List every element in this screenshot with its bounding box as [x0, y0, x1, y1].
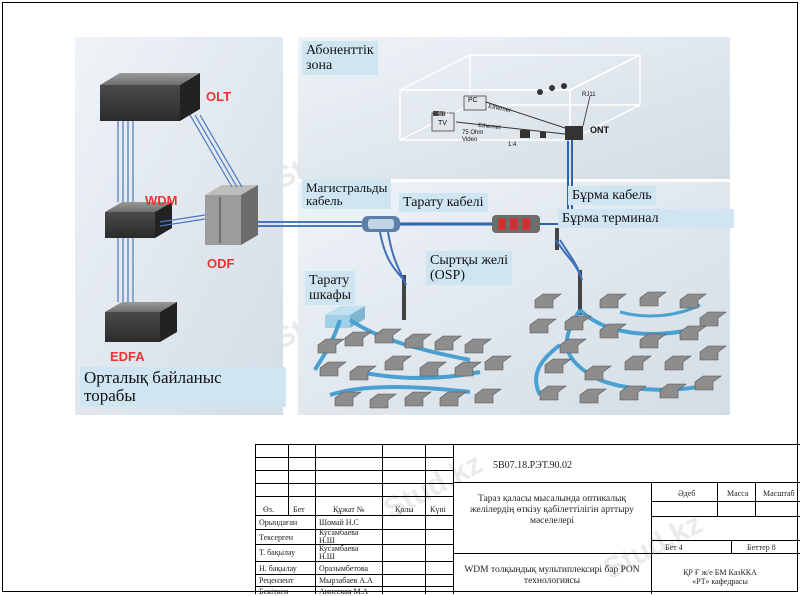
row-role: Рецензент	[259, 576, 294, 585]
row-role: Тексерген	[259, 533, 294, 542]
house	[344, 331, 372, 347]
odf-box	[205, 185, 258, 245]
sheets-total: Беттер 8	[747, 543, 776, 552]
house	[434, 335, 462, 351]
distribution-cable-label: Тарату кабелі	[399, 193, 488, 212]
row-name: Кусамбаева Н.Ш	[319, 528, 359, 545]
house	[474, 388, 502, 404]
house	[624, 355, 652, 371]
row-role: Т. бақылау	[259, 548, 296, 557]
wdm-box	[105, 202, 172, 238]
central-fibers	[117, 114, 243, 302]
olt-label: OLT	[206, 89, 232, 104]
house	[559, 338, 587, 354]
house	[584, 365, 612, 381]
ratio-label: 1:4	[508, 142, 517, 148]
poles	[402, 228, 582, 320]
house	[599, 323, 627, 339]
pc-label: PC	[468, 97, 478, 104]
organization: ҚР Ғ ж/е БМ КазККА «РТ» кафедрасы	[683, 568, 757, 586]
ohm-label: 75 Ohm	[462, 130, 484, 136]
house	[564, 315, 592, 331]
subscriber-zone-label: Абоненттік зона	[302, 41, 378, 75]
osp-label: Сыртқы желі (OSP)	[426, 251, 512, 285]
house	[659, 383, 687, 399]
video-label: Video	[462, 137, 478, 143]
house	[534, 293, 562, 309]
house	[664, 355, 692, 371]
house	[639, 291, 667, 307]
col-letter: Әдеб	[678, 489, 696, 498]
house	[694, 375, 722, 391]
house	[464, 338, 492, 354]
house	[384, 355, 412, 371]
col-scale: Масштаб	[763, 489, 795, 498]
house	[454, 361, 482, 377]
house	[349, 365, 377, 381]
house	[639, 333, 667, 349]
row-name: Анисская М.А	[319, 587, 369, 596]
ont-label: ONT	[590, 125, 609, 135]
col-list: Бет	[293, 505, 305, 514]
home-devices	[431, 83, 591, 140]
rj11-label: RJ11	[582, 92, 596, 98]
trunk-cable	[258, 216, 492, 232]
odf-label: ODF	[207, 256, 235, 271]
title-block	[255, 444, 800, 594]
house	[317, 338, 345, 354]
olt-box	[100, 73, 200, 121]
col-date: Күні	[430, 505, 446, 514]
house	[539, 385, 567, 401]
row-name: Оразымбетова	[319, 564, 369, 573]
row-role: Орындаған	[259, 518, 298, 527]
row-name: Мырзабаев А.А	[319, 576, 373, 585]
house	[529, 318, 557, 334]
house	[579, 388, 607, 404]
doc-subtitle: WDM толқындық мультиплексирі бар PON тех…	[464, 565, 640, 586]
house	[334, 391, 362, 407]
central-node-label: Орталық байланыс торабы	[80, 367, 286, 407]
pon-network-diagram: OLT WDM ODF EDFA Орталық байланыс торабы…	[75, 37, 734, 415]
house	[369, 393, 397, 409]
row-role: Бекіткен	[259, 587, 289, 596]
house	[699, 311, 727, 327]
house	[404, 391, 432, 407]
house	[679, 325, 707, 341]
row-name: Шомай Н.С	[319, 518, 359, 527]
house	[484, 355, 512, 371]
drop-cable-label: Бұрма кабель	[568, 186, 656, 205]
tv-label: TV	[438, 120, 447, 127]
osp-cables	[379, 231, 583, 286]
house	[619, 385, 647, 401]
house	[439, 391, 467, 407]
house	[699, 345, 727, 361]
trunk-cable-label: Магистральды кабель	[302, 179, 392, 209]
wdm-label: WDM	[145, 193, 178, 208]
col-mass: Масса	[727, 489, 749, 498]
house	[419, 361, 447, 377]
edfa-label: EDFA	[110, 349, 145, 364]
house	[544, 358, 572, 374]
col-sign: Қолы	[395, 505, 414, 514]
house	[404, 333, 432, 349]
sheet-number: Бет 4	[665, 543, 683, 552]
edfa-box	[105, 302, 177, 342]
drop-terminal-label: Бұрма терминал	[558, 209, 734, 228]
houses	[317, 291, 727, 409]
row-role: Н. бақылау	[259, 564, 297, 573]
col-doc: Құжат №	[333, 505, 365, 514]
col-izm: Өз.	[263, 505, 274, 514]
doc-title: Тараз қаласы мысалында оптикалық желілер…	[470, 494, 634, 526]
doc-code: 5В07.18.РЭТ.90.02	[493, 460, 572, 471]
distribution-cabinet-label: Тарату шкафы	[305, 271, 356, 305]
house	[374, 328, 402, 344]
stb-label: STB	[438, 112, 450, 118]
house	[679, 293, 707, 309]
row-name: Кусамбаева Н.Ш	[319, 544, 359, 561]
house	[319, 361, 347, 377]
house	[599, 293, 627, 309]
